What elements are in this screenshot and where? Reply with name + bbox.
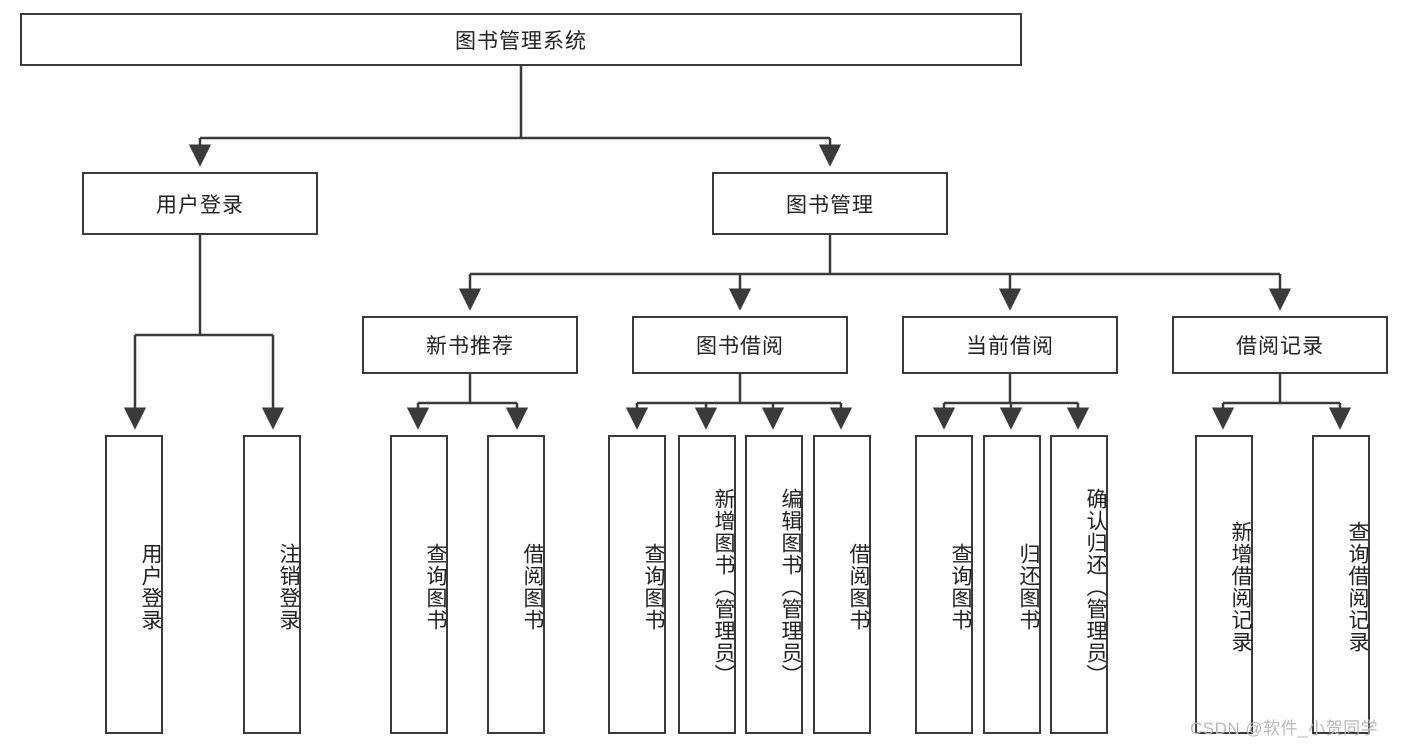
csdn-watermark: CSDN @软件_小贺同学 xyxy=(1190,719,1379,738)
node-leaf-return-book-label: 归还图书 xyxy=(1017,542,1040,631)
node-leaf-add-book-admin[interactable]: 新增图书（管理员） xyxy=(678,435,736,734)
node-book-borrow[interactable]: 图书借阅 xyxy=(632,316,848,374)
node-leaf-return-book[interactable]: 归还图书 xyxy=(983,435,1041,734)
node-book-management-label: 图书管理 xyxy=(786,193,874,217)
node-borrow-records[interactable]: 借阅记录 xyxy=(1172,316,1388,374)
node-leaf-edit-book-admin-label: 编辑图书（管理员） xyxy=(779,487,802,686)
node-leaf-logout-label: 注销登录 xyxy=(277,542,300,631)
node-user-login-label: 用户登录 xyxy=(156,193,244,217)
node-leaf-borrow-book-recommend[interactable]: 借阅图书 xyxy=(487,435,545,734)
node-leaf-query-book-borrow[interactable]: 查询图书 xyxy=(608,435,666,734)
node-root[interactable]: 图书管理系统 xyxy=(20,13,1022,66)
node-leaf-query-book-current-label: 查询图书 xyxy=(949,542,972,631)
node-leaf-user-login-label: 用户登录 xyxy=(139,542,162,631)
node-new-book-recommend[interactable]: 新书推荐 xyxy=(362,316,578,374)
node-leaf-query-borrow-record-label: 查询借阅记录 xyxy=(1346,520,1369,653)
node-leaf-confirm-return-admin[interactable]: 确认归还（管理员） xyxy=(1050,435,1108,734)
node-current-borrow[interactable]: 当前借阅 xyxy=(902,316,1118,374)
node-user-login[interactable]: 用户登录 xyxy=(82,172,318,235)
node-leaf-query-borrow-record[interactable]: 查询借阅记录 xyxy=(1312,435,1370,734)
node-leaf-borrow-book[interactable]: 借阅图书 xyxy=(813,435,871,734)
node-root-label: 图书管理系统 xyxy=(455,29,587,53)
node-current-borrow-label: 当前借阅 xyxy=(966,335,1054,358)
node-leaf-query-book-current[interactable]: 查询图书 xyxy=(915,435,973,734)
node-book-borrow-label: 图书借阅 xyxy=(696,335,784,358)
node-leaf-confirm-return-admin-label: 确认归还（管理员） xyxy=(1084,487,1107,686)
node-leaf-borrow-book-recommend-label: 借阅图书 xyxy=(521,542,544,631)
node-leaf-query-book-recommend-label: 查询图书 xyxy=(424,542,447,631)
node-leaf-add-borrow-record[interactable]: 新增借阅记录 xyxy=(1195,435,1253,734)
node-leaf-logout[interactable]: 注销登录 xyxy=(243,435,301,734)
node-leaf-borrow-book-label: 借阅图书 xyxy=(847,542,870,631)
node-new-book-recommend-label: 新书推荐 xyxy=(426,335,514,358)
node-leaf-query-book-borrow-label: 查询图书 xyxy=(642,542,665,631)
node-leaf-query-book-recommend[interactable]: 查询图书 xyxy=(390,435,448,734)
node-leaf-edit-book-admin[interactable]: 编辑图书（管理员） xyxy=(745,435,803,734)
node-leaf-user-login[interactable]: 用户登录 xyxy=(105,435,163,734)
node-leaf-add-book-admin-label: 新增图书（管理员） xyxy=(712,487,735,686)
node-leaf-add-borrow-record-label: 新增借阅记录 xyxy=(1229,520,1252,653)
node-borrow-records-label: 借阅记录 xyxy=(1236,335,1324,358)
node-book-management[interactable]: 图书管理 xyxy=(712,172,948,235)
